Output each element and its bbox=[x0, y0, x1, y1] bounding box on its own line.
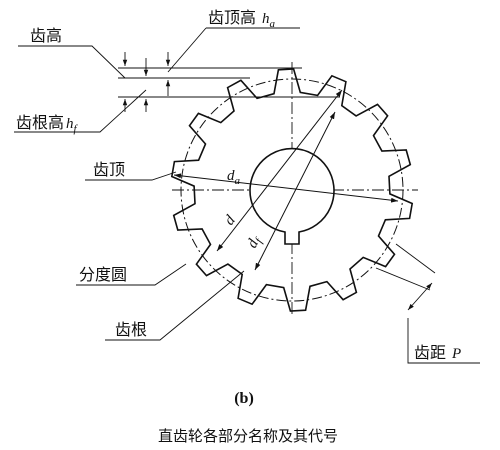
diameter-dimensions bbox=[173, 89, 399, 271]
leader-lines bbox=[14, 27, 480, 364]
label-tooth-tip: 齿顶 bbox=[93, 161, 125, 179]
caption-title: 直齿轮各部分名称及其代号 bbox=[158, 428, 338, 445]
label-pitch-circle: 分度圆 bbox=[79, 266, 127, 284]
label-tooth-root: 齿根 bbox=[115, 321, 147, 339]
gear-tooth-profile bbox=[170, 68, 414, 312]
height-extension-lines bbox=[118, 52, 340, 112]
df-dimension-line bbox=[254, 111, 336, 271]
gear bbox=[170, 68, 414, 312]
label-da: da bbox=[227, 168, 241, 187]
label-tooth-height: 齿高 bbox=[30, 27, 62, 45]
caption-part: (b) bbox=[234, 390, 254, 407]
label-df: df bbox=[244, 232, 266, 251]
